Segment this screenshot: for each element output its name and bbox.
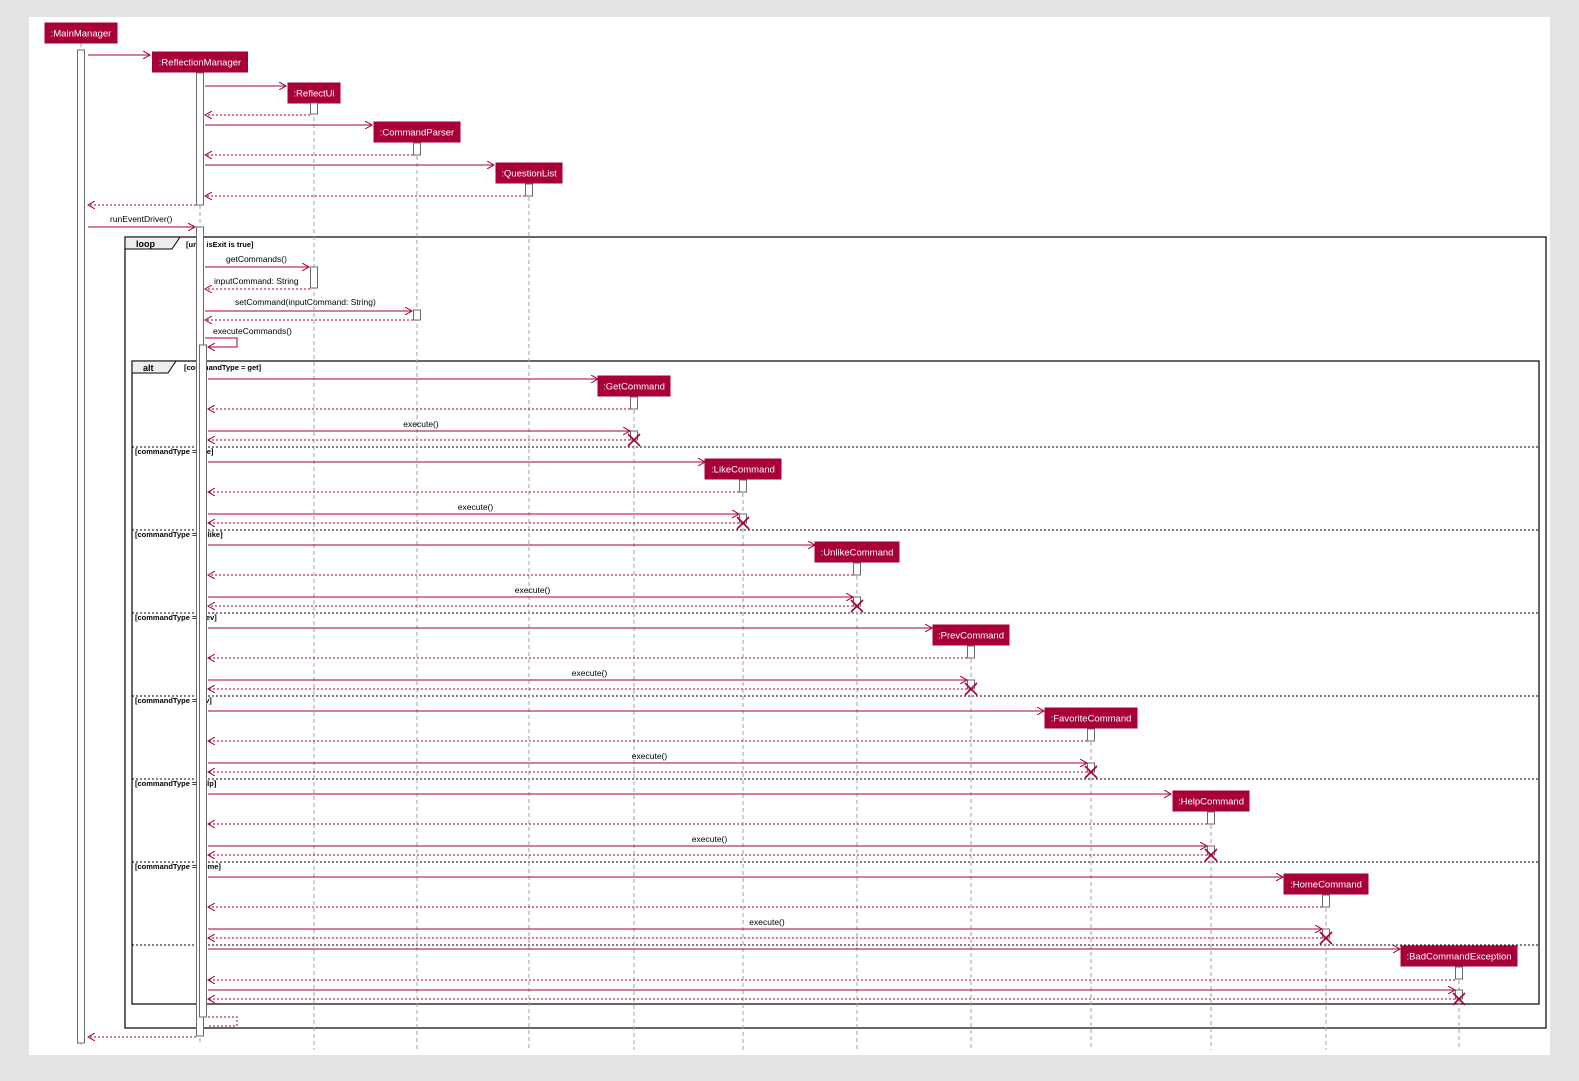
loop-frame	[124, 236, 1547, 1029]
participant-label-bad: :BadCommandException	[1406, 952, 1511, 963]
participant-label-like: :LikeCommand	[711, 465, 775, 476]
destroy-x-fav	[1084, 765, 1098, 779]
execute-label-unlike: execute()	[515, 585, 551, 595]
alt-frame-label: alt	[143, 363, 154, 373]
participant-label-unlike: :UnlikeCommand	[821, 548, 894, 559]
activation-parser	[413, 142, 421, 156]
participant-main	[44, 22, 118, 44]
participant-unlike	[814, 541, 900, 563]
input-command-label: inputCommand: String	[214, 276, 299, 286]
participant-label-main: :MainManager	[51, 29, 112, 40]
participant-fav	[1044, 707, 1138, 729]
participant-label-parser: :CommandParser	[380, 128, 454, 139]
activation-fav	[1087, 728, 1095, 742]
execute-commands-label: executeCommands()	[213, 326, 292, 336]
destroy-x-prev	[964, 682, 978, 696]
execute-label-get: execute()	[403, 419, 439, 429]
alt-guard: [commandType = home]	[135, 862, 221, 871]
participant-help	[1172, 790, 1250, 812]
activation-home	[1322, 894, 1330, 908]
destroy-x-like	[736, 516, 750, 530]
activation-refl	[196, 72, 204, 206]
alt-guard: [commandType = prev]	[135, 613, 217, 622]
participant-label-home: :HomeCommand	[1290, 880, 1362, 891]
participant-label-help: :HelpCommand	[1178, 797, 1244, 808]
diagram-svg: loop [until isExit is true] alt [commandTyp…	[44, 22, 1547, 1050]
participant-label-refl: :ReflectionManager	[159, 58, 241, 69]
participant-label-prev: :PrevCommand	[938, 631, 1004, 642]
execute-commands-return	[208, 1016, 238, 1027]
execute-label-help: execute()	[692, 834, 728, 844]
activation-help	[1207, 811, 1215, 825]
participant-refl	[152, 51, 248, 73]
activation-ui	[310, 102, 318, 115]
activation-unlike	[853, 562, 861, 576]
participant-bad	[1400, 945, 1518, 967]
run-event-driver-label: runEventDriver()	[110, 214, 173, 224]
alt-guard: [commandType = help]	[135, 779, 217, 788]
alt-guard: [commandType = unlike]	[135, 530, 223, 539]
alt-guard: [commandType = like]	[135, 447, 214, 456]
participant-label-fav: :FavoriteCommand	[1051, 714, 1132, 725]
activation-refl	[199, 344, 207, 1018]
activation-qlist	[525, 183, 533, 197]
sequence-diagram: loop [until isExit is true] alt [commandTyp…	[29, 17, 1550, 1055]
loop-frame-tag	[124, 236, 181, 250]
execute-label-fav: execute()	[632, 751, 668, 761]
participant-prev	[932, 624, 1010, 646]
participant-qlist	[495, 162, 563, 184]
participant-parser	[373, 121, 461, 143]
execute-label-prev: execute()	[572, 668, 608, 678]
activation-bad	[1455, 966, 1463, 980]
set-command-label: setCommand(inputCommand: String)	[235, 297, 376, 307]
participant-home	[1283, 873, 1369, 895]
activation-like	[739, 479, 747, 493]
participant-like	[704, 458, 782, 480]
execute-label-home: execute()	[749, 917, 785, 927]
participant-label-ui: :ReflectUi	[293, 89, 334, 100]
destroy-x-unlike	[850, 599, 864, 613]
alt-guard: [commandType = fav]	[135, 696, 212, 705]
execute-commands-self-arrow	[205, 337, 238, 348]
destroy-x-get	[627, 433, 641, 447]
alt-frame	[131, 360, 1540, 1005]
participant-label-get: :GetCommand	[603, 382, 665, 393]
activation-ui	[310, 266, 318, 289]
execute-label-like: execute()	[458, 502, 494, 512]
activation-prev	[967, 645, 975, 659]
participant-get	[597, 375, 671, 397]
destroy-x-home	[1319, 931, 1333, 945]
activation-parser	[413, 309, 421, 321]
destroy-x-help	[1204, 848, 1218, 862]
loop-frame-label: loop	[136, 239, 155, 249]
alt-guard: [commandType = get]	[184, 363, 262, 372]
activation-get	[630, 396, 638, 410]
alt-frame-tag	[131, 360, 177, 374]
participant-label-qlist: :QuestionList	[501, 169, 557, 180]
destroy-x-bad	[1452, 992, 1466, 1006]
get-commands-label: getCommands()	[226, 254, 287, 264]
activation-main	[77, 49, 85, 1044]
loop-guard: [until isExit is true]	[186, 240, 254, 249]
